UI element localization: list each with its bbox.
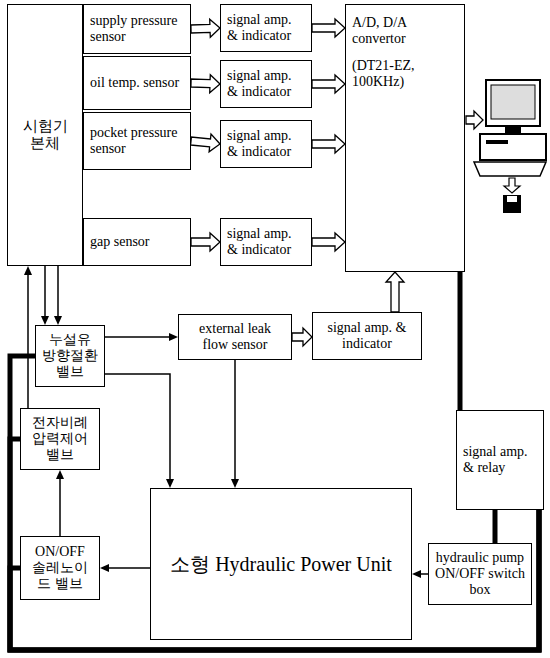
valve-box: ON/OFF 솔레노이드 밸브 [20,536,100,600]
node-text: 누설유 방향절환 밸브 [42,332,98,379]
node-text: signal amp. & indicator [227,226,305,257]
arrowhead [24,266,32,275]
relay-box: signal amp. & relay [456,410,544,510]
flow-sensor-box: external leak flow sensor [178,314,292,360]
floppy-disk [503,195,521,213]
arrowhead [41,316,49,325]
connector [312,19,345,37]
block-arrow [191,233,220,251]
connector [191,75,220,93]
connector-line [106,567,150,569]
monitor [486,80,540,126]
arrowhead [166,479,174,488]
node-text: pocket pressure sensor [90,125,184,156]
block-arrow [312,135,345,153]
connector [412,570,428,578]
block-arrow [312,233,345,251]
connector [100,564,150,572]
node-text: 소형 Hydraulic Power Unit [170,553,392,575]
connector-line [59,476,61,536]
node-text: gap sensor [90,234,150,250]
converter-box: A/D, D/A convertor (DT21-EZ, 100KHz) [345,4,465,272]
amplifier-box: signal amp. & indicator [220,120,312,168]
computer-case [480,134,546,160]
connector-line [44,266,46,319]
node-text: signal amp. & relay [463,444,537,475]
connector [41,266,49,325]
save-arrow [504,178,520,193]
node-text: (DT21-EZ, 100KHz) [352,58,458,89]
connector [24,266,32,408]
connector [312,135,345,153]
connector [460,272,461,410]
node-text: oil temp. sensor [90,75,179,91]
connector-line [105,336,172,338]
connector [191,19,220,37]
connector-line [234,360,236,482]
node-text: 전자비례 압력제어 밸브 [27,415,93,462]
valve-box: 누설유 방향절환 밸브 [35,325,105,387]
arrowhead [169,333,178,341]
node-text: A/D, D/A convertor [352,15,458,46]
block-arrow [292,328,312,346]
connector [56,470,64,536]
connector [231,360,239,488]
connector [105,374,174,488]
connector [191,233,220,251]
test-rig-body: 시험기 본체 [7,4,83,266]
node-text: signal amp. & indicator [227,12,305,43]
arrowhead [54,316,62,325]
block-arrow [312,75,345,93]
node-text: signal amp. & indicator [227,68,305,99]
connector-line [57,266,59,319]
amplifier-box: signal amp. & indicator [220,60,312,108]
connector-line [458,272,463,410]
connector [105,333,178,341]
drive-slot [486,140,508,144]
connector-line [493,510,498,543]
keyboard [474,162,546,176]
connector [54,266,62,325]
block-arrow [191,134,220,152]
arrowhead [56,470,64,479]
monitor-stand [505,126,521,134]
block-arrow [386,272,404,312]
valve-box: 전자비례 압력제어 밸브 [20,408,100,470]
connector [312,233,345,251]
node-text: external leak flow sensor [185,321,285,352]
output-arrow [466,111,483,129]
arrowhead [231,479,239,488]
arrowhead [100,564,109,572]
node-text: signal amp. & indicator [227,128,305,159]
connector [386,272,404,312]
sensor-box: gap sensor [83,218,191,266]
amplifier-box: signal amp. & indicator [220,218,312,266]
monitor-screen [491,85,535,119]
node-text: hydraulic pump ON/OFF switch box [435,550,525,597]
block-arrow [312,19,345,37]
floppy-shutter [507,196,517,202]
connector [495,510,496,543]
amplifier-box: signal amp. & indicator [312,312,422,360]
connector [191,134,220,152]
node-text: supply pressure sensor [90,13,184,44]
block-arrow [191,19,220,37]
node-text: signal amp. & indicator [319,320,415,351]
connector-line [105,374,170,482]
switch-box: hydraulic pump ON/OFF switch box [428,543,532,605]
connector [312,75,345,93]
sensor-box: supply pressure sensor [83,4,191,54]
node-text: ON/OFF 솔레노이드 밸브 [27,544,93,591]
sensor-box: oil temp. sensor [83,56,191,110]
node-text: 시험기 본체 [14,118,76,152]
connector [292,328,312,346]
amplifier-box: signal amp. & indicator [220,4,312,52]
connector-line [27,272,29,408]
arrowhead [412,570,421,578]
sensor-box: pocket pressure sensor [83,112,191,170]
power-unit-box: 소형 Hydraulic Power Unit [150,488,412,640]
block-arrow [191,75,220,93]
